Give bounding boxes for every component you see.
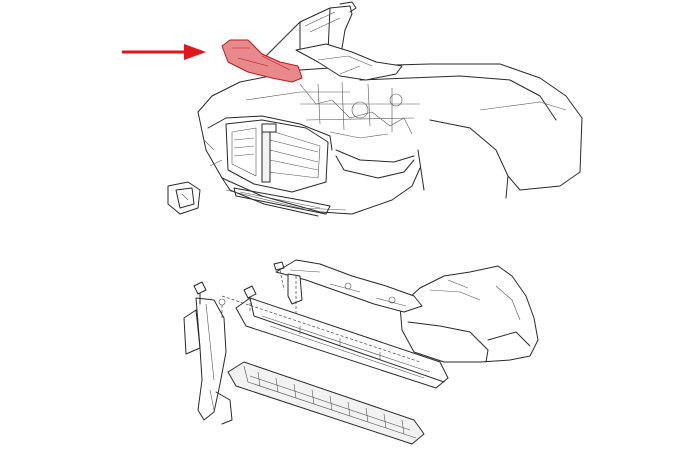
hood-panel: [261, 1, 357, 61]
lower-view: [183, 259, 539, 445]
car-body: [197, 63, 583, 199]
energy-absorber: [227, 361, 425, 445]
air-baffle-panel: [295, 43, 403, 81]
engine-bay: [299, 81, 420, 139]
fog-lamp-bezel: [167, 181, 201, 215]
upper-view: [122, 1, 583, 217]
upper-crossmember: [275, 259, 423, 313]
fastener-bolts: [193, 261, 285, 320]
red-arrow-icon: [122, 44, 206, 60]
support-bracket: [287, 273, 303, 320]
radiator-upper-cover: [221, 39, 303, 83]
air-deflector: [183, 297, 233, 425]
grille: [225, 119, 329, 193]
lower-grille: [233, 187, 331, 215]
bumper-cover-corner: [399, 265, 539, 363]
front-fascia: [197, 111, 421, 217]
